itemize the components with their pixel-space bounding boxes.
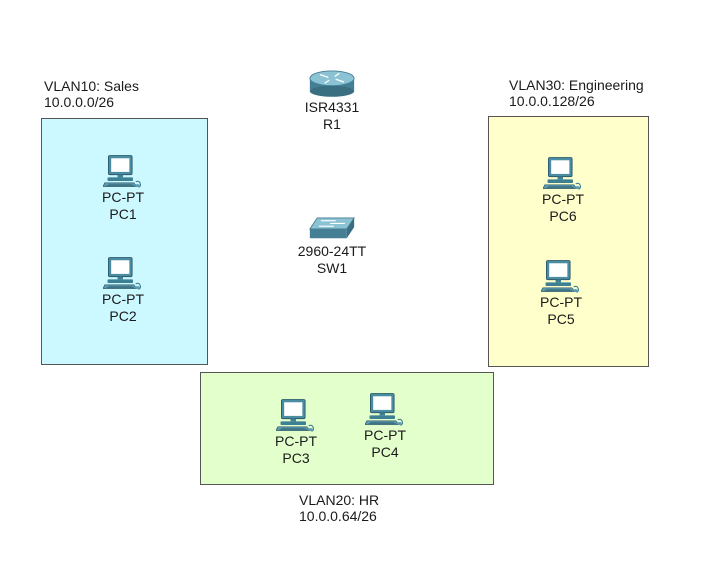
pc-icon xyxy=(543,156,583,190)
sales-zone-label: VLAN10: Sales 10.0.0.0/26 xyxy=(44,78,139,110)
device-model: PC-PT xyxy=(102,189,144,205)
switch-sw1[interactable]: 2960-24TT SW1 xyxy=(287,216,377,277)
device-name: PC6 xyxy=(549,208,577,224)
device-model: PC-PT xyxy=(542,191,584,207)
hr-zone-subnet: 10.0.0.64/26 xyxy=(299,508,377,524)
device-name: PC2 xyxy=(109,308,137,324)
sales-zone-subnet: 10.0.0.0/26 xyxy=(44,94,115,110)
device-name: PC1 xyxy=(109,206,137,222)
sales-zone-name: VLAN10: Sales xyxy=(44,78,139,94)
vlan20-hr-zone[interactable] xyxy=(200,372,494,485)
device-model: PC-PT xyxy=(364,427,406,443)
device-model: PC-PT xyxy=(102,291,144,307)
hr-zone-label: VLAN20: HR 10.0.0.64/26 xyxy=(299,492,379,524)
device-name: PC3 xyxy=(282,450,310,466)
pc-pc5[interactable]: PC-PT PC5 xyxy=(516,259,606,328)
device-model: PC-PT xyxy=(275,433,317,449)
router-icon xyxy=(308,66,356,98)
pc-icon xyxy=(276,398,316,432)
device-name: R1 xyxy=(323,116,341,132)
router-r1[interactable]: ISR4331 R1 xyxy=(287,66,377,133)
device-name: PC5 xyxy=(547,311,575,327)
pc-icon xyxy=(541,259,581,293)
engineering-zone-name: VLAN30: Engineering xyxy=(509,77,644,93)
vlan30-engineering-zone[interactable] xyxy=(488,116,649,367)
device-model: PC-PT xyxy=(540,294,582,310)
pc-pc6[interactable]: PC-PT PC6 xyxy=(518,156,608,225)
engineering-zone-subnet: 10.0.0.128/26 xyxy=(509,93,595,109)
pc-pc3[interactable]: PC-PT PC3 xyxy=(251,398,341,467)
device-model: 2960-24TT xyxy=(297,243,367,259)
hr-zone-name: VLAN20: HR xyxy=(299,492,380,508)
device-name: PC4 xyxy=(371,444,399,460)
pc-pc2[interactable]: PC-PT PC2 xyxy=(78,256,168,325)
engineering-zone-label: VLAN30: Engineering 10.0.0.128/26 xyxy=(509,77,644,109)
pc-pc1[interactable]: PC-PT PC1 xyxy=(78,154,168,223)
pc-icon xyxy=(365,392,405,426)
switch-icon xyxy=(308,216,356,242)
pc-pc4[interactable]: PC-PT PC4 xyxy=(340,392,430,461)
device-model: ISR4331 xyxy=(304,99,360,115)
device-name: SW1 xyxy=(316,260,348,276)
pc-icon xyxy=(103,154,143,188)
pc-icon xyxy=(103,256,143,290)
